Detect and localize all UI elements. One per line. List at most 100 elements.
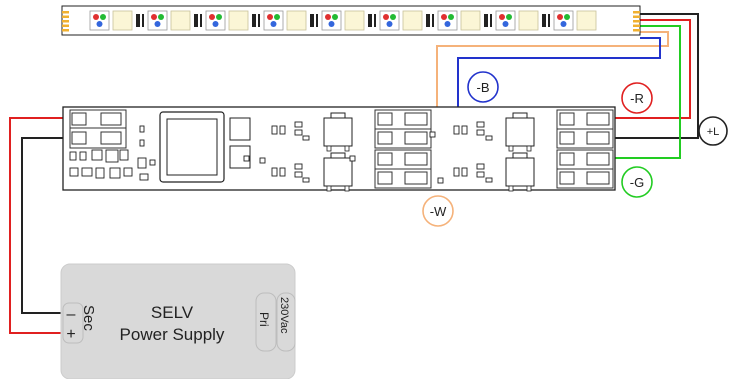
strip-resistor-pin [490,14,492,27]
strip-contact-pad [62,20,69,23]
white-led [460,10,481,31]
strip-contact-pad [62,29,69,32]
channel-terminals [374,109,614,189]
strip-contact-pad [633,20,640,23]
strip-resistor-pin [142,14,144,27]
white-led [344,10,365,31]
rgb-led-blue-die [502,21,509,27]
smd-components [69,121,493,184]
rgb-led-green-die [448,14,454,20]
rgb-led-blue-die [328,21,335,27]
smd-part [279,167,286,177]
channel-terminal-hole [559,112,575,126]
mosfets [323,112,535,192]
smd-part [461,125,468,135]
capacitor-bottom [229,145,251,169]
white-led [518,10,539,31]
mosfet-body [505,157,535,187]
mosfet-body [323,157,353,187]
smd-part [476,121,485,128]
strip-leds [89,10,597,31]
smd-part [79,151,87,161]
input-terminal [276,292,296,352]
label-white-text: -W [430,204,447,219]
channel-terminal-screw [404,112,428,126]
rgb-led-green-die [564,14,570,20]
smd-part [139,139,145,147]
smd-part [91,149,103,161]
smd-part [243,155,250,162]
channel-terminal-screw [404,152,428,166]
rgb-led [379,10,400,31]
smd-part [476,163,485,170]
strip-resistor-pin [432,14,434,27]
mosfet-pin [344,185,350,192]
rgb-led [495,10,516,31]
wire-green-channel [612,25,681,159]
white-led [228,10,249,31]
strip-left-contacts [62,11,69,32]
rgb-led [553,10,574,31]
inductor-core [166,118,218,176]
rgb-led-green-die [506,14,512,20]
channel-terminal-hole [377,152,393,166]
psu-title: SELV [151,303,194,322]
smd-part [476,129,485,136]
smd-part [302,135,310,141]
input-label: 230Vac [278,297,290,334]
wire-common-positive [612,13,699,139]
wires [9,13,699,334]
smd-part [294,121,303,128]
smd-part [349,155,356,162]
rgb-led-red-die [383,14,389,20]
terminal-screw-bottom [100,131,122,145]
strip-resistor [484,14,488,27]
channel-terminal-screw [404,171,428,185]
label-white: -W [422,195,454,227]
strip-resistor [136,14,140,27]
smd-part [139,173,149,181]
label-blue-circle [467,71,499,103]
channel-terminal-screw [586,131,610,145]
strip-resistor-pin [200,14,202,27]
smd-part [437,177,444,184]
mosfet-body [505,117,535,147]
rgb-led [89,10,110,31]
smd-part [429,131,436,138]
primary-terminal [255,292,277,352]
smd-part [485,177,493,183]
rgb-led-green-die [100,14,106,20]
smd-part [109,167,121,179]
terminal-housing [69,109,127,149]
mosfet-pin [526,145,532,152]
led-strip [61,5,641,36]
label-common-circle [698,116,728,146]
secondary-label: Sec [80,305,97,331]
smd-part [95,167,105,179]
smd-part [137,157,147,169]
mosfet-pin [344,145,350,152]
smd-part [476,171,485,178]
capacitor-top [229,117,251,141]
white-led [286,10,307,31]
strip-contact-pad [62,11,69,14]
channel-terminal-hole [559,152,575,166]
channel-terminal-hole [377,112,393,126]
label-common-text: +L [707,126,720,138]
terminal-hole-bottom [71,131,87,145]
strip-resistor [368,14,372,27]
rgb-led [263,10,284,31]
strip-contact-pad [633,29,640,32]
mosfet-pin [508,145,514,152]
smd-part [294,163,303,170]
rgb-led-green-die [158,14,164,20]
rgb-led-blue-die [386,21,393,27]
smd-part [461,167,468,177]
rgb-led-blue-die [270,21,277,27]
channel-terminal-screw [586,171,610,185]
secondary-terminal [62,302,84,344]
strip-contact-pad [633,15,640,18]
label-green-circle [621,166,653,198]
label-green: -G [621,166,653,198]
strip-resistor [310,14,314,27]
